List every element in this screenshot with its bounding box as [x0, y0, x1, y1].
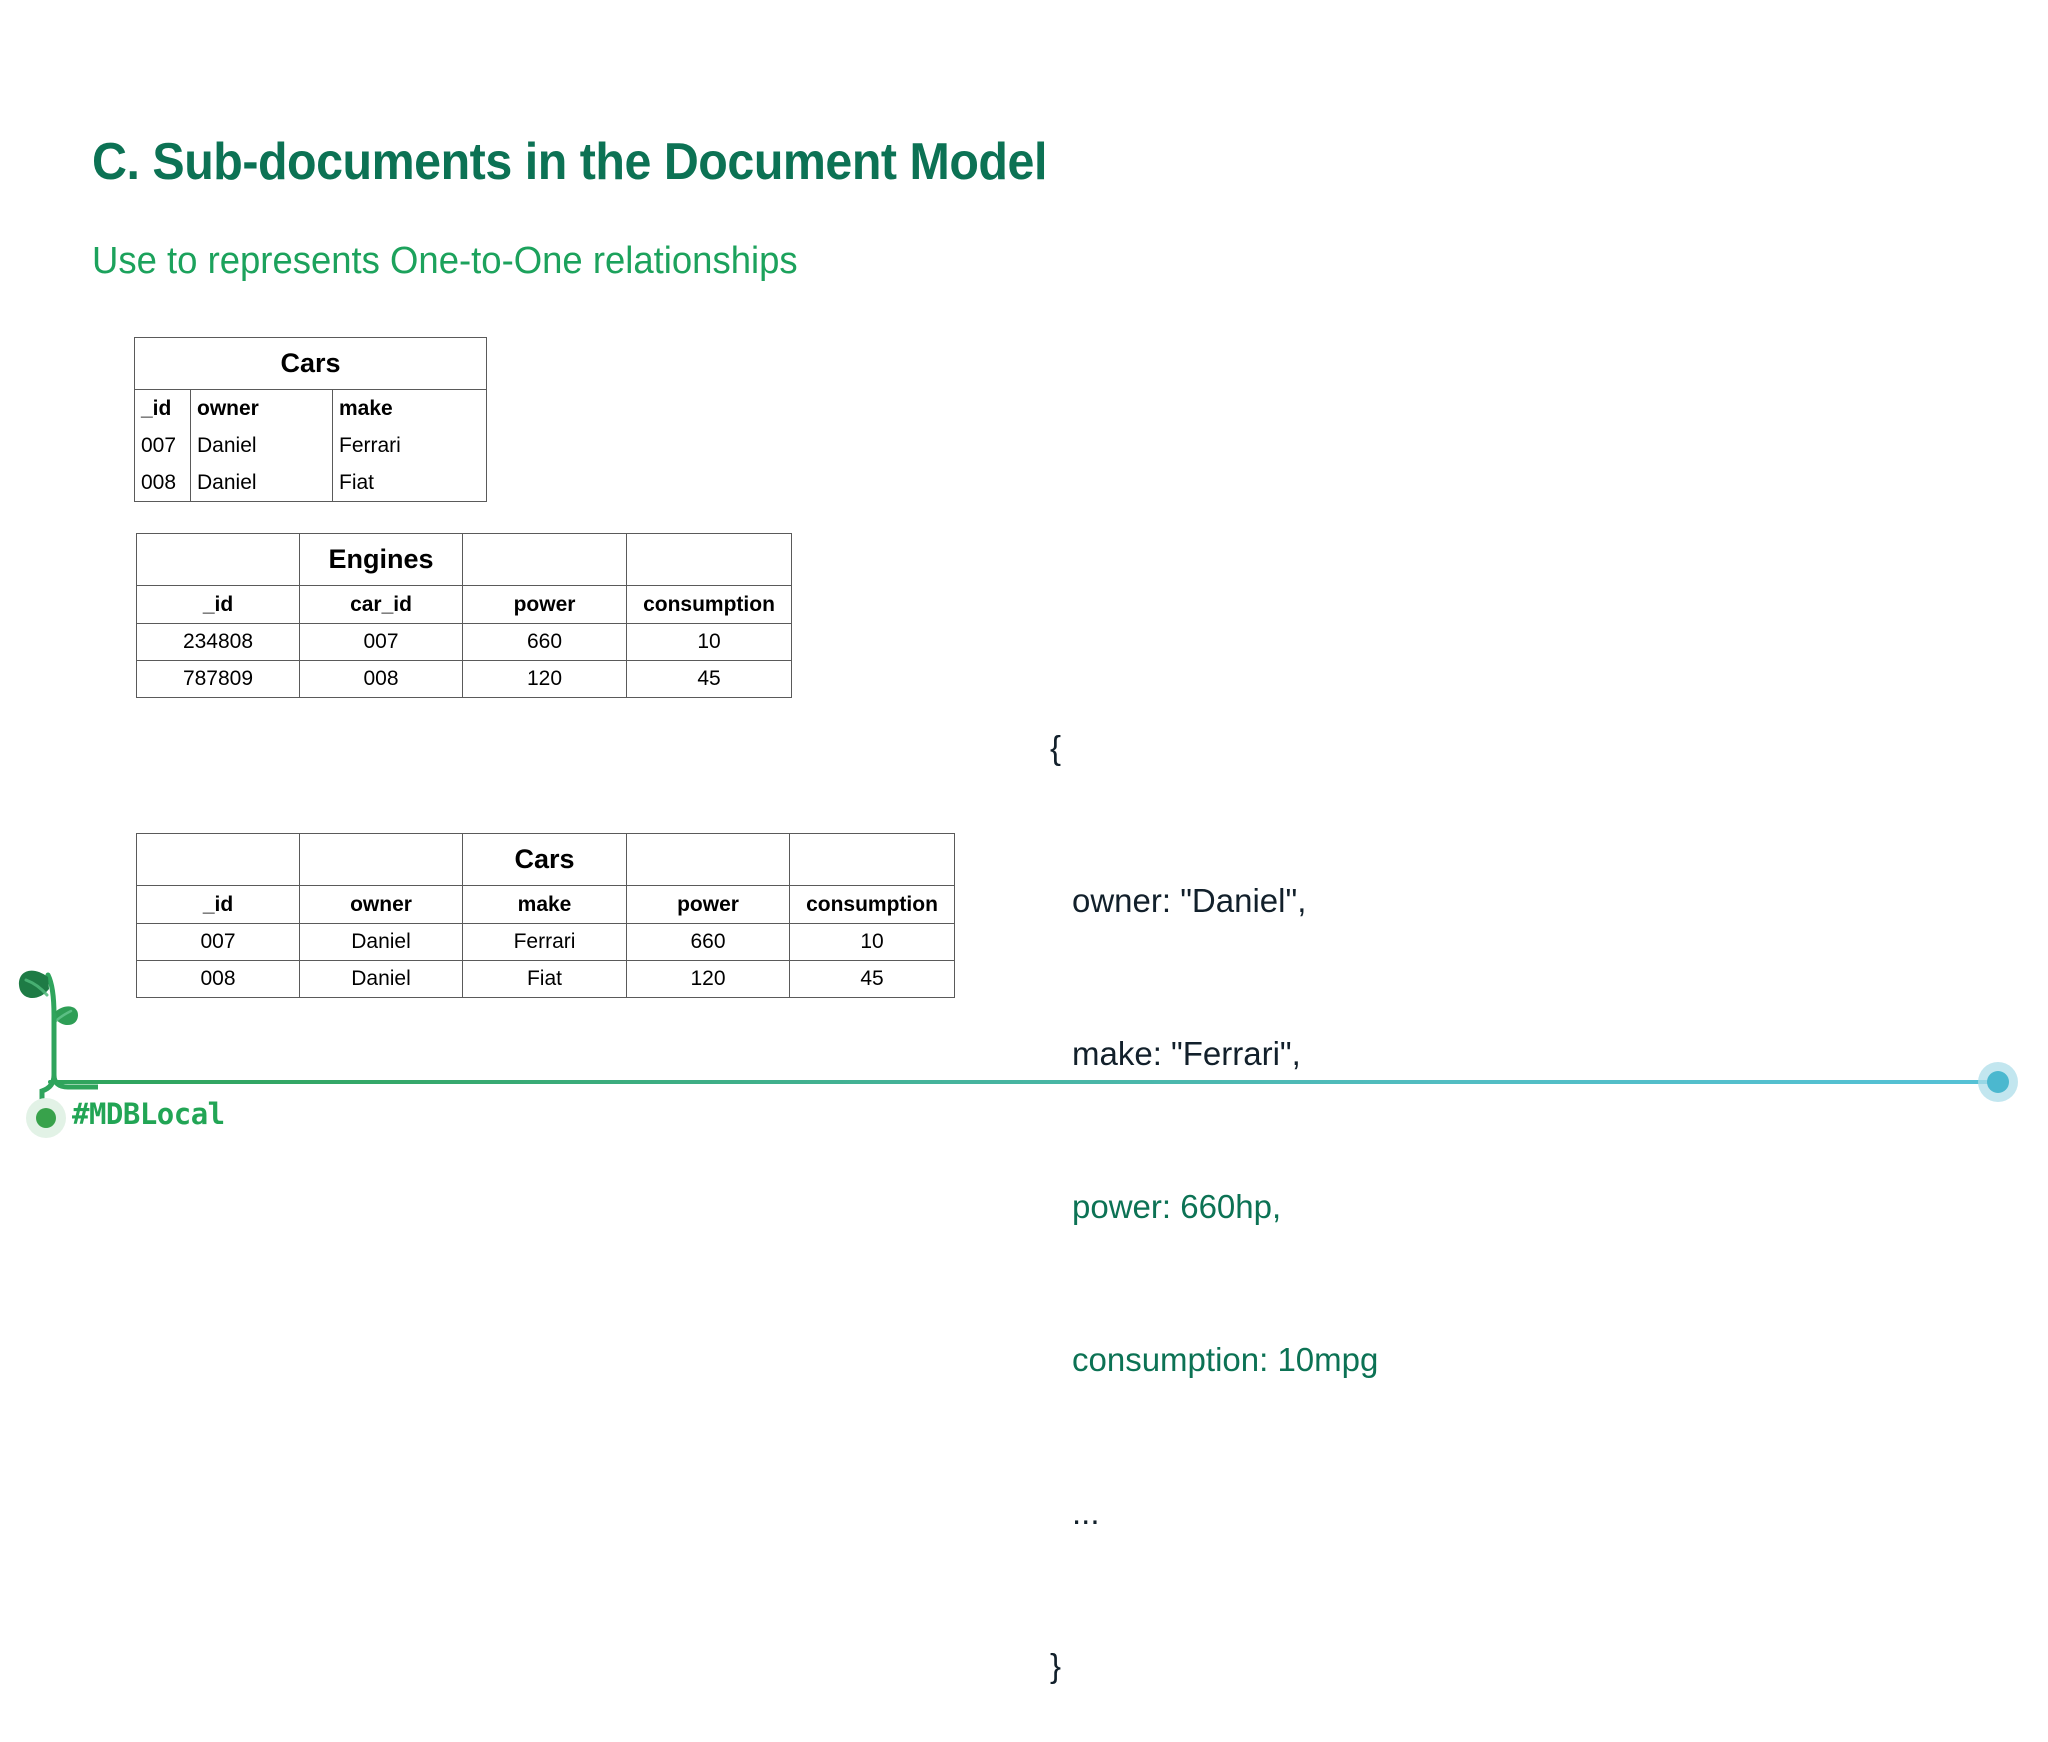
- title-row-spacer: [136, 533, 300, 586]
- json-line-power: power: 660hp,: [1072, 1188, 1282, 1225]
- footer-start-dot: [36, 1108, 56, 1128]
- table-title-row: Engines: [136, 533, 792, 586]
- cell-car-id: 007: [299, 623, 463, 661]
- sprout-leaf-icon: [18, 970, 98, 1105]
- cell-power: 660: [626, 923, 790, 961]
- column-header-owner: owner: [299, 885, 463, 924]
- column-header-owner: owner: [190, 389, 333, 428]
- cell-id: 234808: [136, 623, 300, 661]
- json-open-brace: {: [1050, 729, 1062, 766]
- title-row-spacer: [789, 833, 955, 886]
- column-header-id: _id: [134, 389, 191, 428]
- table-title-row: Cars: [133, 337, 488, 390]
- table-row: 007 Daniel Ferrari: [134, 427, 488, 465]
- column-header-make: make: [462, 885, 627, 924]
- table-row: 787809 008 120 45: [136, 660, 792, 698]
- cell-id: 787809: [136, 660, 300, 698]
- json-document-preview: { owner: "Daniel", make: "Ferrari", powe…: [1050, 620, 1378, 1742]
- column-header-id: _id: [136, 585, 300, 624]
- cell-power: 120: [626, 960, 790, 998]
- title-row-spacer: [626, 833, 790, 886]
- cell-owner: Daniel: [299, 923, 463, 961]
- cell-car-id: 008: [299, 660, 463, 698]
- cell-make: Fiat: [331, 464, 488, 502]
- cell-consumption: 45: [789, 960, 955, 998]
- engines-table: Engines _id car_id power consumption 234…: [136, 533, 792, 698]
- cars-merged-title: Cars: [462, 833, 627, 886]
- table-header-row: _id owner make power consumption: [136, 885, 955, 924]
- column-header-make: make: [331, 389, 488, 428]
- cell-owner: Daniel: [190, 427, 333, 465]
- column-header-id: _id: [136, 885, 300, 924]
- title-row-spacer: [626, 533, 792, 586]
- footer-endpoint-dot: [1987, 1071, 2009, 1093]
- title-row-spacer: [136, 833, 300, 886]
- table-row: 007 Daniel Ferrari 660 10: [136, 923, 955, 961]
- json-line-make: make: "Ferrari",: [1072, 1035, 1301, 1072]
- cell-consumption: 45: [626, 660, 792, 698]
- cell-id: 007: [134, 427, 191, 465]
- cell-owner: Daniel: [299, 960, 463, 998]
- json-close-brace: }: [1050, 1647, 1062, 1684]
- cars-simple-title: Cars: [133, 337, 488, 390]
- table-row: 008 Daniel Fiat: [134, 464, 488, 502]
- cell-make: Ferrari: [462, 923, 627, 961]
- page-title: C. Sub-documents in the Document Model: [92, 133, 1047, 191]
- cell-consumption: 10: [789, 923, 955, 961]
- table-row: 234808 007 660 10: [136, 623, 792, 661]
- column-header-consumption: consumption: [789, 885, 955, 924]
- table-header-row: _id owner make: [134, 389, 488, 428]
- title-row-spacer: [462, 533, 627, 586]
- cell-id: 008: [134, 464, 191, 502]
- json-line-ellipsis: ...: [1072, 1494, 1100, 1531]
- column-header-car-id: car_id: [299, 585, 463, 624]
- cell-owner: Daniel: [190, 464, 333, 502]
- cell-make: Ferrari: [331, 427, 488, 465]
- column-header-power: power: [462, 585, 627, 624]
- cell-id: 008: [136, 960, 300, 998]
- cell-id: 007: [136, 923, 300, 961]
- cars-merged-table: Cars _id owner make power consumption 00…: [136, 833, 955, 998]
- event-hashtag: #MDBLocal: [72, 1097, 225, 1131]
- table-header-row: _id car_id power consumption: [136, 585, 792, 624]
- table-title-row: Cars: [136, 833, 955, 886]
- cell-power: 120: [462, 660, 627, 698]
- json-line-consumption: consumption: 10mpg: [1072, 1341, 1379, 1378]
- footer-gradient-line: [48, 1080, 1996, 1084]
- column-header-power: power: [626, 885, 790, 924]
- table-row: 008 Daniel Fiat 120 45: [136, 960, 955, 998]
- cell-make: Fiat: [462, 960, 627, 998]
- column-header-consumption: consumption: [626, 585, 792, 624]
- json-line-owner: owner: "Daniel",: [1072, 882, 1307, 919]
- title-row-spacer: [299, 833, 463, 886]
- page-subtitle: Use to represents One-to-One relationshi…: [92, 240, 798, 282]
- cell-power: 660: [462, 623, 627, 661]
- cars-simple-table: Cars _id owner make 007 Daniel Ferrari 0…: [133, 337, 488, 502]
- engines-title: Engines: [299, 533, 463, 586]
- cell-consumption: 10: [626, 623, 792, 661]
